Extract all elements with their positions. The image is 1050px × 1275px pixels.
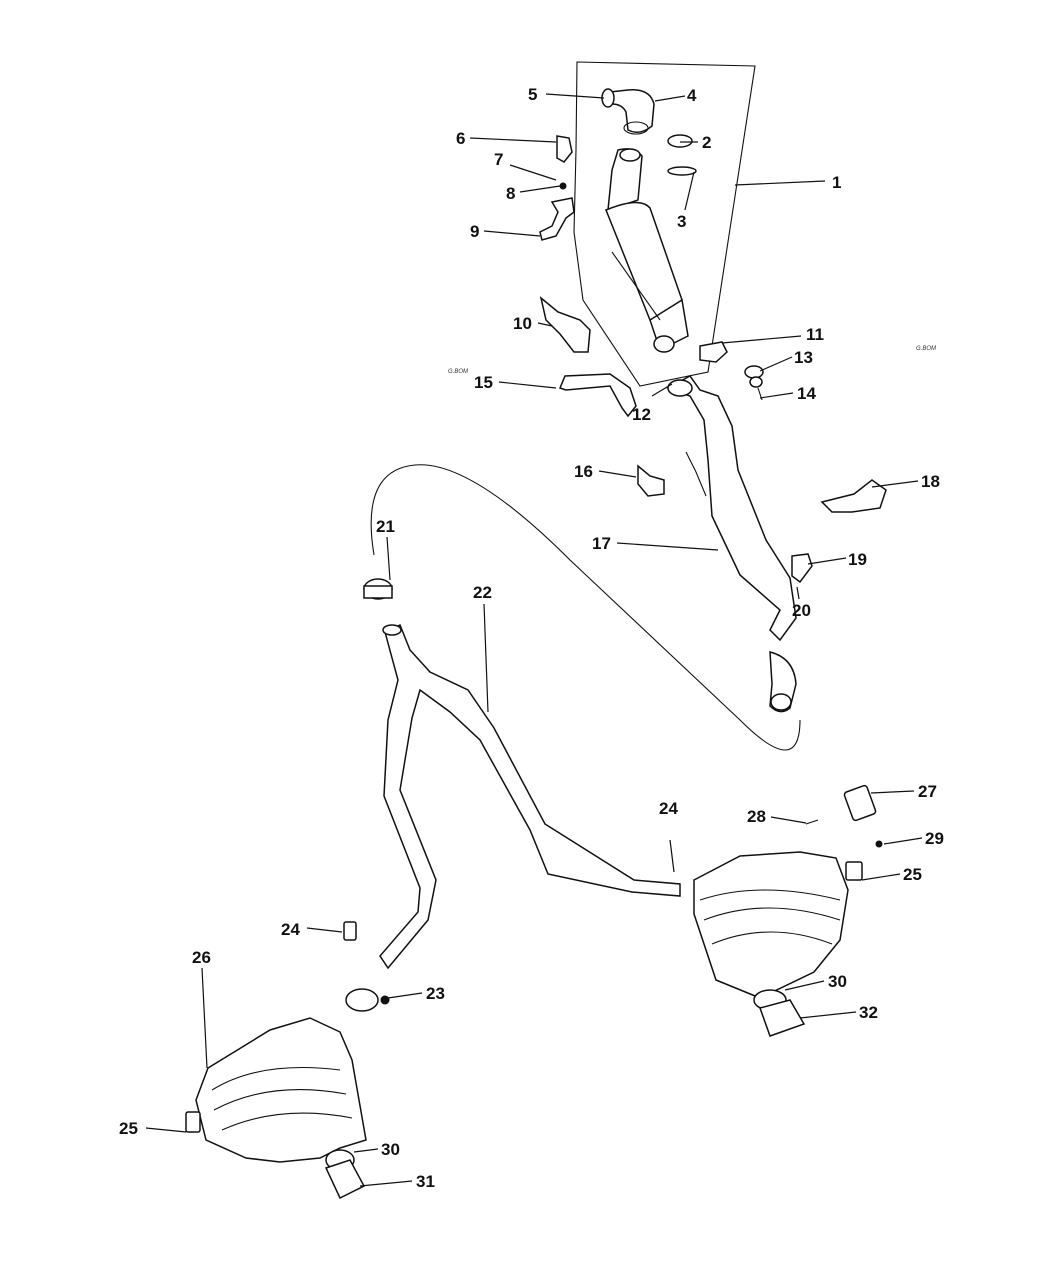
- watermark-left: G.BOM: [448, 369, 468, 375]
- part-flange: [345, 988, 379, 1012]
- part-gasket-6: [556, 135, 573, 163]
- callout-1: 1: [832, 173, 841, 192]
- callout-22: 22: [473, 583, 492, 602]
- part-nut-23: [380, 995, 390, 1005]
- callout-19: 19: [848, 550, 867, 569]
- callout-24-left: 24: [281, 920, 300, 939]
- callout-28: 28: [747, 807, 766, 826]
- routing-line: [370, 464, 801, 751]
- leader-lines: [145, 93, 923, 1187]
- part-clamp-2: [667, 134, 693, 148]
- callout-17: 17: [592, 534, 611, 553]
- callout-16: 16: [574, 462, 593, 481]
- callout-23: 23: [426, 984, 445, 1003]
- callout-32: 32: [859, 1003, 878, 1022]
- part-gasket-3: [667, 166, 697, 176]
- callout-24-right: 24: [659, 799, 678, 818]
- part-elbow-pipe-4: [601, 88, 655, 135]
- callout-4: 4: [687, 86, 697, 105]
- callout-10: 10: [513, 314, 532, 333]
- watermark-right: G.BOM: [916, 346, 936, 352]
- callout-20: 20: [792, 601, 811, 620]
- callout-3: 3: [677, 212, 686, 231]
- part-y-pipe-22: [379, 623, 681, 970]
- callout-26: 26: [192, 948, 211, 967]
- part-nut-8: [559, 182, 567, 190]
- part-heat-shield-10: [539, 296, 591, 353]
- part-bolt-28: [805, 819, 819, 825]
- callout-15: 15: [474, 373, 493, 392]
- assembly-1-outline: [573, 61, 756, 387]
- callout-8: 8: [506, 184, 515, 203]
- part-isolator-25: [845, 861, 863, 881]
- callout-30-left: 30: [381, 1140, 400, 1159]
- part-bracket-15: [558, 373, 637, 418]
- part-hanger-16: [637, 464, 665, 497]
- callout-29: 29: [925, 829, 944, 848]
- part-gasket-11: [699, 341, 728, 363]
- part-muffler-left-26: [185, 1017, 367, 1200]
- callout-18: 18: [921, 472, 940, 491]
- callout-5: 5: [528, 85, 537, 104]
- part-diesel-particulate-filter: [605, 148, 689, 353]
- callout-14: 14: [797, 384, 816, 403]
- part-bracket-9: [539, 197, 575, 241]
- part-sensor-13-14: [744, 365, 764, 401]
- part-front-pipe-resonator-17: [666, 375, 797, 713]
- callout-6: 6: [456, 129, 465, 148]
- part-heat-shield-18: [820, 479, 887, 513]
- part-nut-29: [875, 840, 883, 848]
- callout-11: 11: [806, 325, 824, 344]
- part-isolator-24: [343, 921, 357, 941]
- callout-13: 13: [794, 348, 813, 367]
- callout-12: 12: [632, 405, 651, 424]
- callout-27: 27: [918, 782, 937, 801]
- part-hanger-27: [843, 784, 877, 822]
- part-clamp-21: [363, 578, 393, 600]
- callout-30-right: 30: [828, 972, 847, 991]
- part-muffler-right: [693, 851, 849, 1037]
- callout-25-left: 25: [119, 1119, 138, 1138]
- part-hanger-19-20: [791, 553, 813, 584]
- callout-9: 9: [470, 222, 479, 241]
- callout-21: 21: [376, 517, 395, 536]
- callout-7: 7: [494, 150, 503, 169]
- callout-2: 2: [702, 133, 711, 152]
- callout-31: 31: [416, 1172, 435, 1191]
- callout-25-right: 25: [903, 865, 922, 884]
